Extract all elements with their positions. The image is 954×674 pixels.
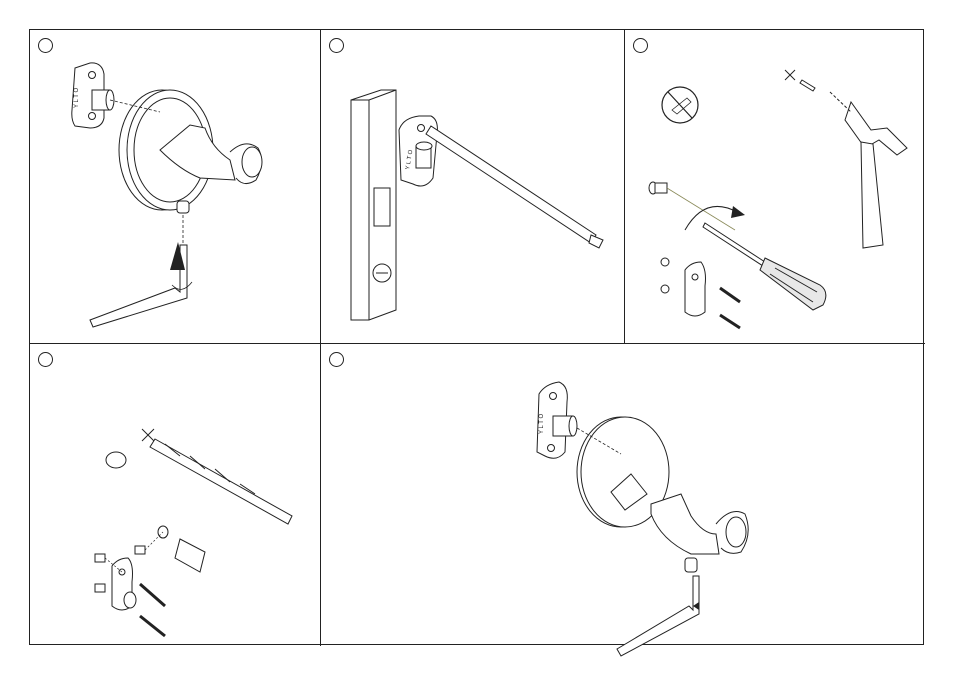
screw — [140, 584, 165, 606]
small-anchor — [95, 554, 105, 562]
panel-step-5: Y L T O — [321, 344, 925, 646]
final-assembly-illustration: Y L T O — [321, 344, 925, 646]
rotate-arrow-icon — [731, 206, 745, 218]
screwdriver-icon — [703, 223, 826, 310]
panel-step-1: Y L T O — [30, 30, 320, 343]
screw-icon — [649, 182, 667, 194]
hex-key — [90, 245, 187, 327]
bracket-label: Y L T O — [74, 88, 80, 108]
panel-step-2: Y L T O — [321, 30, 624, 343]
hook-assembly-illustration: Y L T O — [30, 30, 320, 343]
pencil — [426, 126, 596, 243]
marking-illustration: Y L T O — [321, 30, 624, 343]
bracket-label: Y L T O — [539, 414, 545, 434]
instruction-sheet: Y L T O Y L T O — [29, 29, 924, 645]
drill-illustration — [30, 344, 320, 646]
wall-anchor — [175, 539, 205, 572]
set-screw — [177, 201, 189, 213]
hammer-icon — [830, 92, 907, 248]
latch-slot — [374, 188, 390, 226]
panel-step-4 — [30, 344, 320, 646]
hex-key — [617, 576, 699, 656]
hook-body — [651, 494, 719, 554]
tools-illustration — [625, 30, 925, 343]
panel-step-3 — [625, 30, 925, 343]
set-screw — [685, 558, 697, 572]
drill-bit — [150, 439, 292, 524]
wall-hole — [106, 452, 126, 468]
bracket-with-screws — [661, 258, 740, 328]
